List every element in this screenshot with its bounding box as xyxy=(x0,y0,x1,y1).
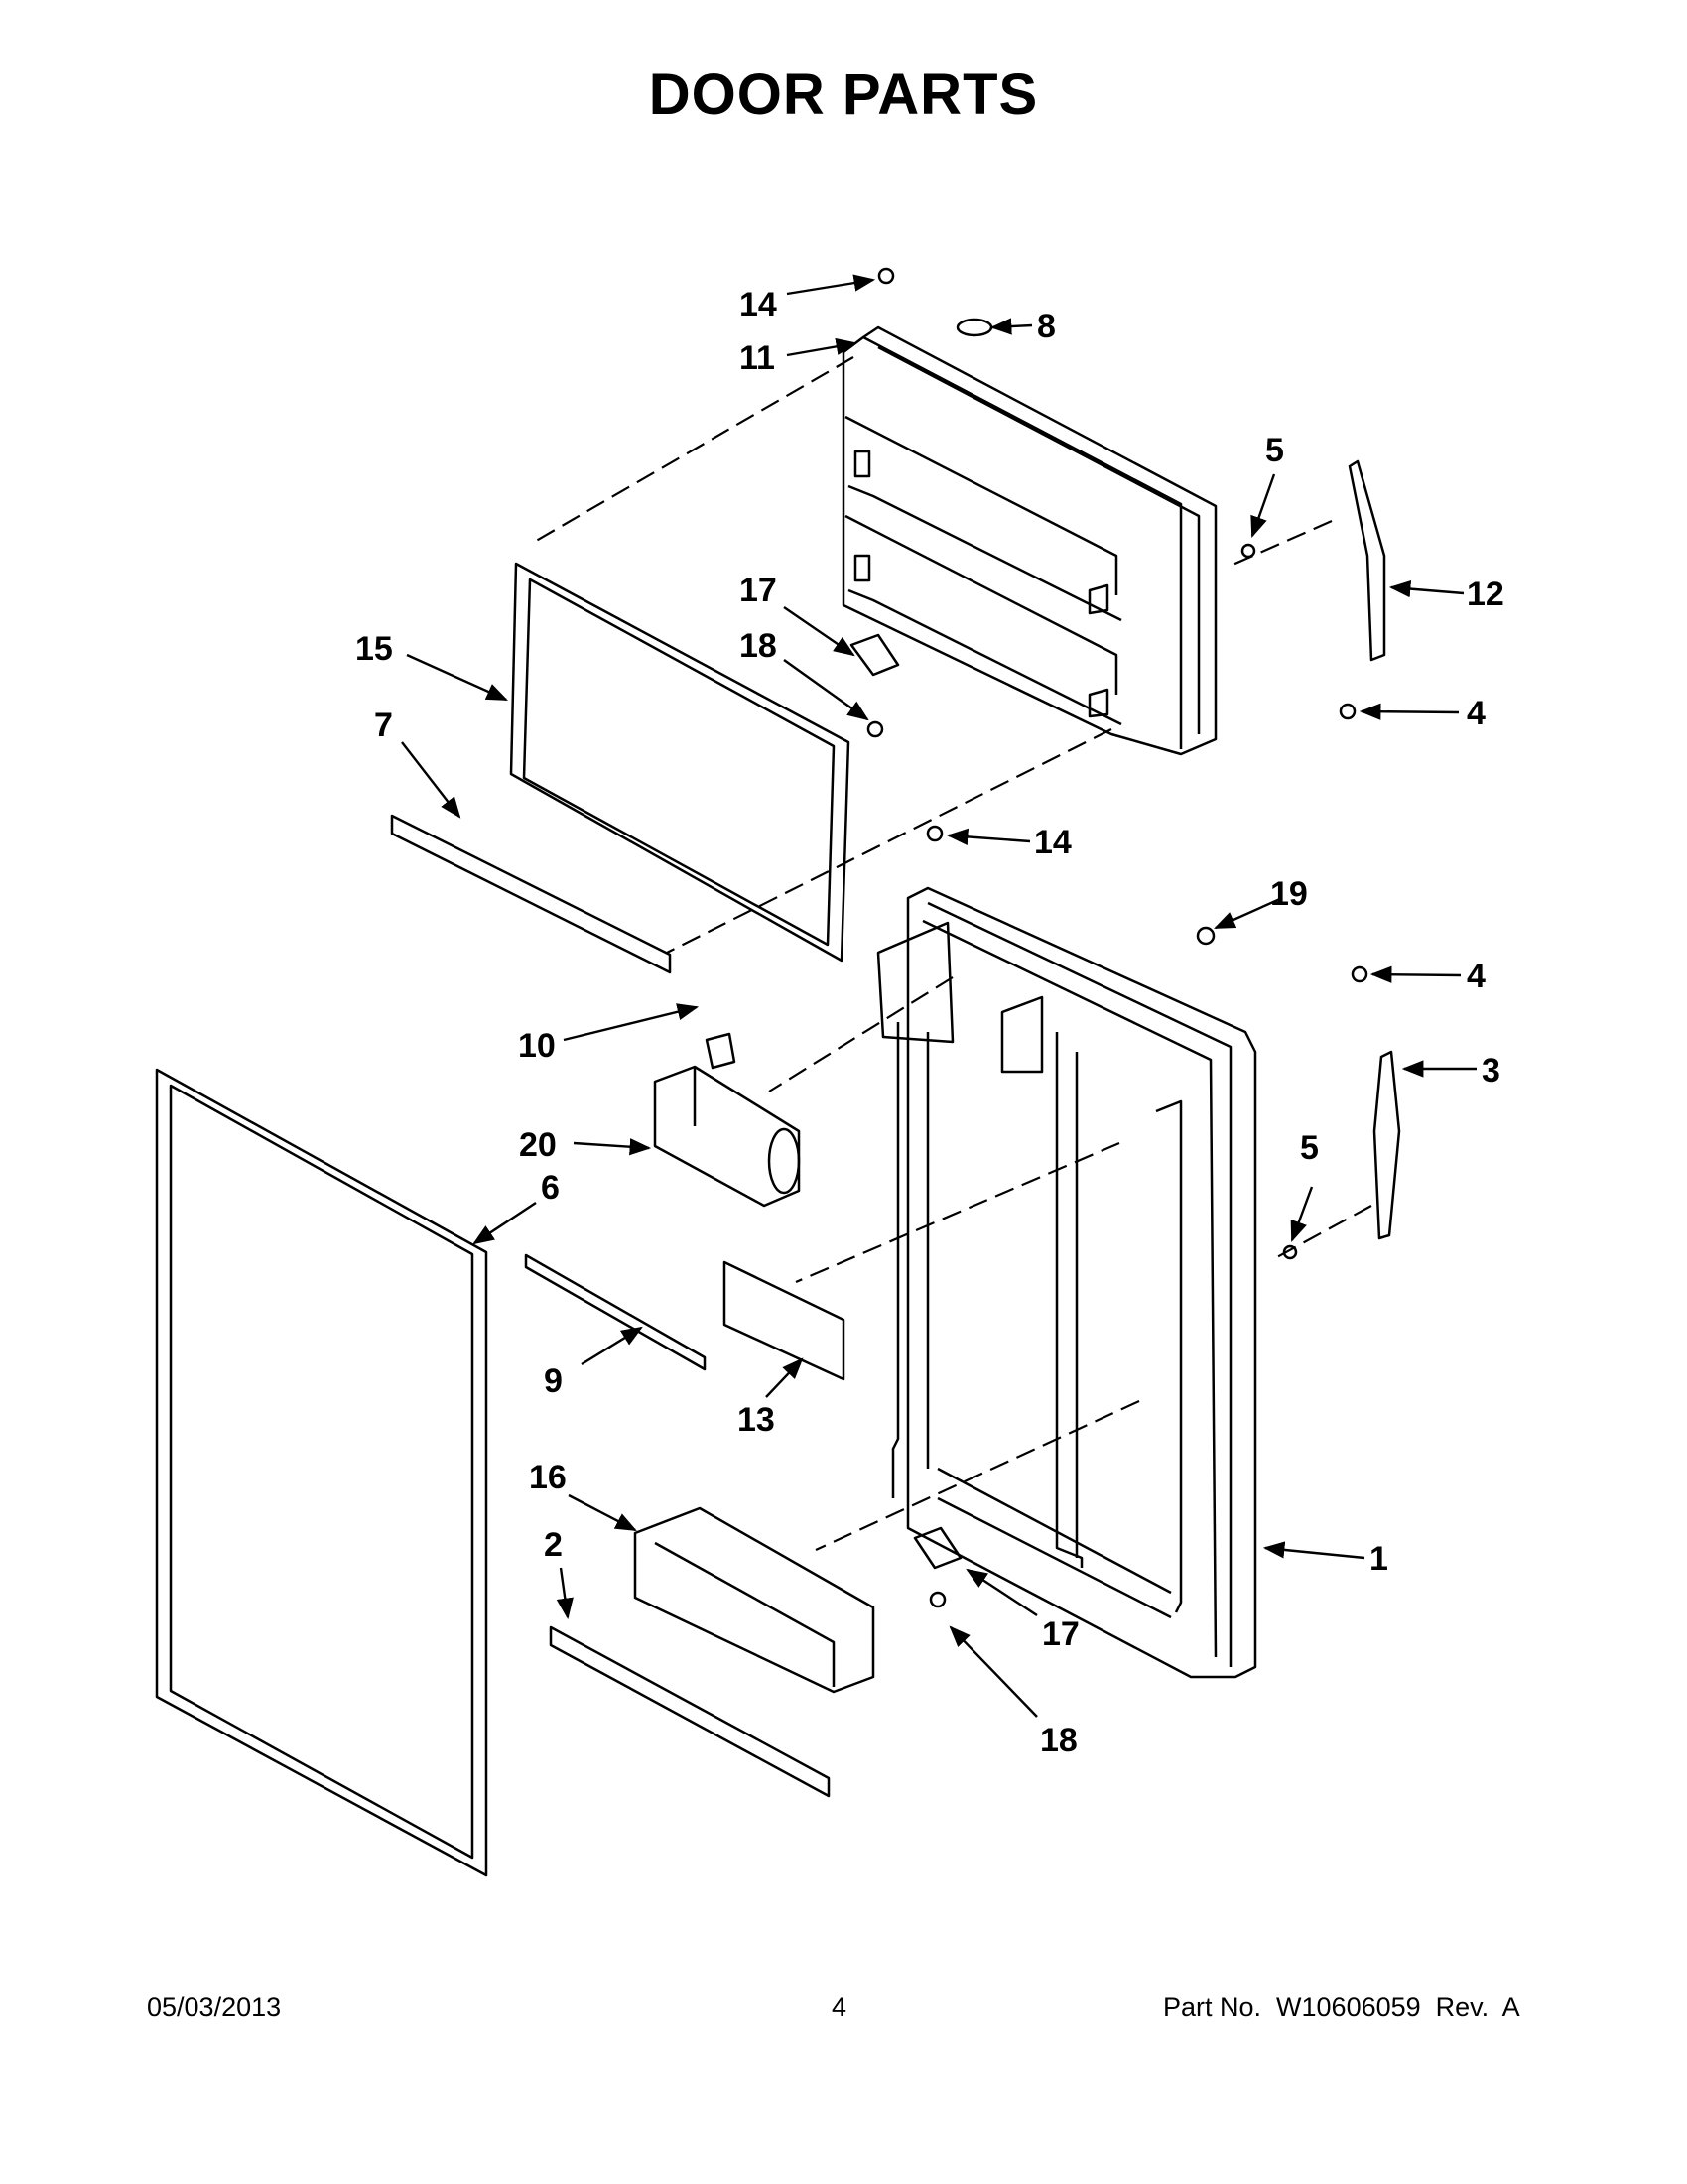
callout-17b: 17 xyxy=(1042,1615,1080,1653)
callout-14a: 14 xyxy=(739,286,777,323)
callout-20: 20 xyxy=(519,1126,557,1164)
fresh-food-gasket-part xyxy=(155,1068,488,1877)
callout-12: 12 xyxy=(1467,576,1504,613)
callout-6: 6 xyxy=(541,1169,560,1207)
plug-8-part xyxy=(956,318,993,337)
screw-18a-part xyxy=(866,720,884,738)
fresh-food-door-part xyxy=(876,886,1257,1679)
screw-14b-part xyxy=(926,825,944,842)
callout-15: 15 xyxy=(355,630,393,668)
callout-14b: 14 xyxy=(1034,824,1072,861)
callout-16: 16 xyxy=(529,1459,567,1496)
callout-5a: 5 xyxy=(1265,432,1284,469)
assembly-guide-lines xyxy=(530,356,1372,1551)
trim-strip-2-part xyxy=(549,1625,831,1798)
callout-9: 9 xyxy=(544,1362,563,1400)
callout-4a: 4 xyxy=(1467,695,1486,732)
callout-13: 13 xyxy=(737,1401,775,1439)
callout-5b: 5 xyxy=(1300,1129,1319,1167)
freezer-gasket-part xyxy=(509,562,850,963)
hinge-bracket-17b-part xyxy=(913,1526,963,1570)
clip-10-part xyxy=(705,1032,736,1070)
freezer-handle-12-part xyxy=(1348,459,1386,662)
hinge-pin-5a-part xyxy=(1240,543,1256,559)
hinge-bracket-17a-part xyxy=(849,633,900,677)
door-bin-16-part xyxy=(633,1506,875,1694)
callout-19: 19 xyxy=(1270,875,1308,913)
callout-3: 3 xyxy=(1482,1052,1500,1090)
screw-4a-part xyxy=(1339,703,1357,720)
callout-18a: 18 xyxy=(739,627,777,665)
fresh-food-handle-3-part xyxy=(1372,1050,1401,1240)
shelf-insert-13-part xyxy=(722,1260,845,1381)
callout-17a: 17 xyxy=(739,572,777,609)
callout-8: 8 xyxy=(1037,308,1056,345)
callout-11: 11 xyxy=(739,339,775,377)
screw-14a-part xyxy=(877,267,895,285)
footer-page-number: 4 xyxy=(832,1992,847,2022)
callout-1: 1 xyxy=(1369,1540,1388,1578)
footer-date: 05/03/2013 xyxy=(147,1992,282,2022)
freezer-door-part xyxy=(842,325,1218,756)
callout-10: 10 xyxy=(518,1027,556,1065)
callout-2: 2 xyxy=(544,1526,563,1564)
callout-7: 7 xyxy=(374,707,393,744)
dairy-bin-20-part xyxy=(653,1065,801,1208)
callout-18b: 18 xyxy=(1040,1722,1078,1759)
screw-4b-part xyxy=(1351,965,1368,983)
callout-4b: 4 xyxy=(1467,958,1486,995)
footer-part-number: Part No. W10606059 Rev. A xyxy=(1163,1992,1520,2022)
screw-18b-part xyxy=(929,1591,947,1608)
page-title: DOOR PARTS xyxy=(648,63,1039,127)
plug-19-part xyxy=(1196,926,1216,946)
leader-arrows xyxy=(401,274,1477,1718)
trim-strip-9-part xyxy=(524,1253,707,1371)
trim-strip-7-part xyxy=(390,814,672,974)
